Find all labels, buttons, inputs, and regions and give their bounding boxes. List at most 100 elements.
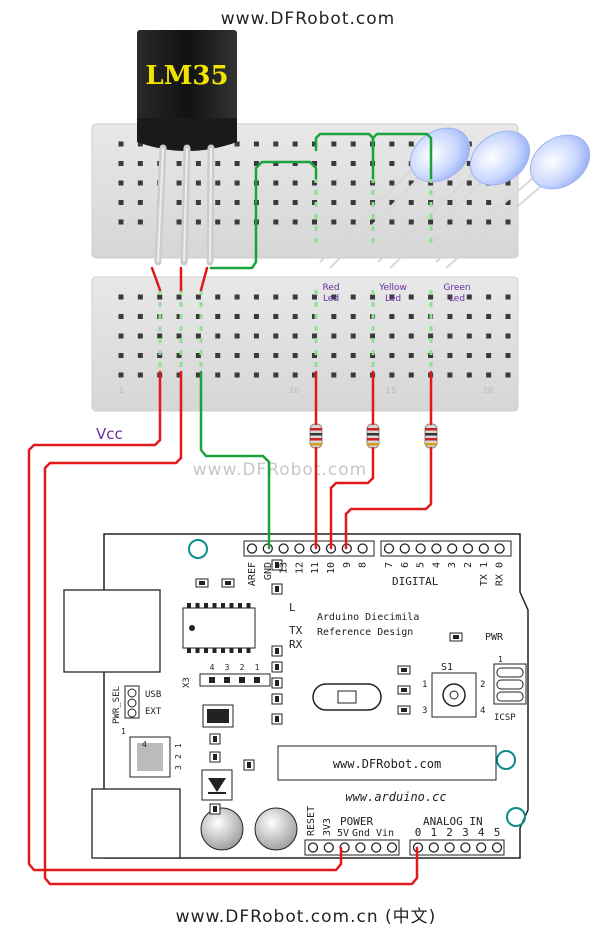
breadboard-hole xyxy=(505,219,511,225)
breadboard-hole xyxy=(428,333,434,339)
breadboard-hole xyxy=(408,180,414,186)
breadboard-hole xyxy=(428,219,434,225)
led-red xyxy=(319,127,471,269)
breadboard-hole xyxy=(137,161,143,166)
analog-label: ANALOG IN xyxy=(423,815,483,828)
led-label-green-line1: Green xyxy=(443,283,470,293)
breadboard-hole xyxy=(137,180,143,186)
breadboard-hole xyxy=(176,333,182,339)
breadboard-hole xyxy=(486,314,492,319)
breadboard-hole xyxy=(505,180,511,186)
breadboard-hole xyxy=(273,333,279,339)
s1-pin-3: 3 xyxy=(422,706,427,716)
breadboard-hole xyxy=(389,141,395,147)
breadboard-hole xyxy=(234,180,240,186)
x3-label: X3 xyxy=(182,677,192,688)
s1-label: S1 xyxy=(441,662,453,673)
digital-pin-label: TX 1 xyxy=(479,562,490,586)
breadboard-hole xyxy=(253,353,259,358)
breadboard-hole xyxy=(176,219,182,225)
breadboard-hole xyxy=(195,333,201,339)
breadboard-hole xyxy=(447,200,453,205)
digital-pin-label: 2 xyxy=(463,562,474,568)
breadboard-hole xyxy=(350,161,356,166)
breadboard-hole xyxy=(215,294,221,300)
icsp-label: ICSP xyxy=(494,713,516,723)
breadboard-hole xyxy=(195,161,201,166)
breadboard-hole xyxy=(215,353,221,358)
breadboard-hole xyxy=(137,200,143,205)
silk-url-box xyxy=(277,745,497,781)
analog-header xyxy=(409,839,505,856)
breadboard-hole xyxy=(234,219,240,225)
column-number-1: 1 xyxy=(118,386,123,395)
breadboard-hole xyxy=(447,294,453,300)
power-header xyxy=(304,839,400,856)
resistor xyxy=(309,423,323,449)
breadboard-hole xyxy=(215,333,221,339)
breadboard-hole xyxy=(331,141,337,147)
analog-pin-label: 0 xyxy=(415,826,422,839)
breadboard-hole xyxy=(466,333,472,339)
s1-pin-2: 2 xyxy=(480,680,485,690)
x3-pin-label: 3 xyxy=(225,663,230,672)
breadboard-hole xyxy=(118,353,124,358)
crystal xyxy=(312,683,382,711)
breadboard-hole xyxy=(389,180,395,186)
breadboard-hole xyxy=(408,333,414,339)
led-rx-label: RX xyxy=(289,638,303,651)
breadboard-hole xyxy=(253,161,259,166)
digital-pin-label: 12 xyxy=(294,562,305,574)
breadboard-hole xyxy=(176,314,182,319)
wire-green-sensor-top xyxy=(209,160,318,270)
wires xyxy=(27,132,433,886)
breadboard-hole xyxy=(447,353,453,358)
breadboard-hole xyxy=(447,372,453,378)
breadboard-hole xyxy=(292,141,298,147)
digital-pin-label: 8 xyxy=(358,562,369,568)
breadboard-hole xyxy=(292,333,298,339)
breadboard-hole xyxy=(447,180,453,186)
breadboard-hole xyxy=(389,372,395,378)
breadboard-hole xyxy=(389,333,395,339)
breadboard-hole xyxy=(466,372,472,378)
breadboard-hole xyxy=(273,180,279,186)
breadboard-hole xyxy=(350,141,356,147)
breadboard-hole xyxy=(350,314,356,319)
pwr-sel-jumper xyxy=(124,685,140,719)
board-name-line2: Reference Design xyxy=(317,627,413,638)
digital-pin-label: 6 xyxy=(400,562,411,568)
arduino-board xyxy=(63,533,529,859)
digital-pin-label: GND xyxy=(263,562,274,580)
breadboard-hole xyxy=(137,372,143,378)
breadboard-hole xyxy=(292,353,298,358)
ic-pins xyxy=(187,603,251,653)
breadboard-hole xyxy=(389,200,395,205)
connected-strips xyxy=(158,178,433,372)
breadboard-hole xyxy=(466,353,472,358)
breadboard-hole xyxy=(253,372,259,378)
breadboard-hole xyxy=(137,333,143,339)
breadboard-hole xyxy=(447,219,453,225)
breadboard-hole xyxy=(215,314,221,319)
breadboard-hole xyxy=(350,353,356,358)
breadboard-hole xyxy=(118,333,124,339)
analog-pin-label: 5 xyxy=(494,826,501,839)
breadboard-hole xyxy=(118,219,124,225)
breadboard-hole xyxy=(312,333,317,339)
smd-components xyxy=(195,559,463,815)
pwr-sel-ext: EXT xyxy=(145,707,162,717)
breadboard-hole xyxy=(312,353,317,358)
x3-pin-label: 1 xyxy=(255,663,260,672)
board-name-line1: Arduino Diecimila xyxy=(317,612,419,623)
digital-pin-label: 5 xyxy=(416,562,427,568)
breadboard-hole xyxy=(389,219,395,225)
regulator-tab-label: 4 xyxy=(142,740,147,749)
led-green xyxy=(435,134,591,269)
dc-power-jack xyxy=(91,788,181,859)
led-label-red-line2: Led xyxy=(323,294,339,304)
breadboard-hole xyxy=(370,294,376,300)
breadboard-hole xyxy=(215,200,221,205)
